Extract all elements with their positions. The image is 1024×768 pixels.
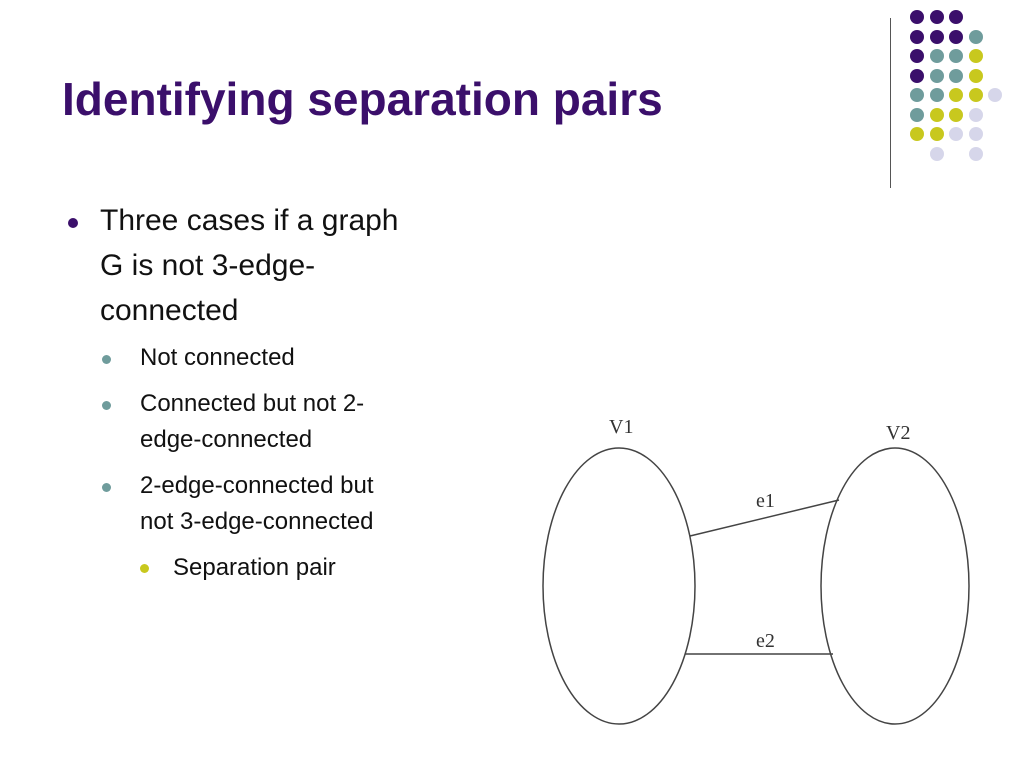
decorative-dot (949, 107, 963, 122)
slide-title: Identifying separation pairs (62, 73, 663, 125)
bullet-text-line: Separation pair (173, 554, 336, 581)
decorative-dot (968, 127, 983, 141)
bullet-level3: Separation pair (140, 550, 336, 586)
decorative-dot (968, 29, 983, 44)
decorative-dot (929, 146, 944, 161)
decorative-dot (929, 107, 944, 122)
bullet-text-line: edge-connected (140, 426, 313, 453)
decorative-dot (929, 10, 944, 24)
bullet-dot-icon (102, 483, 111, 492)
vertical-divider (890, 18, 891, 188)
decorative-dot (910, 88, 924, 102)
bullet-level2: 2-edge-connected but (102, 468, 374, 504)
decorative-dot (929, 127, 944, 141)
label-v2: V2 (886, 422, 910, 444)
label-v1: V1 (609, 416, 633, 438)
bullet-text-line: Not connected (140, 344, 295, 371)
bullet-level2: Not connected (102, 340, 295, 376)
bullet-text-line: not 3-edge-connected (140, 508, 374, 535)
bullet-level2-cont: not 3-edge-connected (102, 504, 374, 540)
decorative-dot (968, 68, 983, 83)
decorative-dot (929, 49, 944, 63)
decorative-dot (988, 88, 1002, 102)
decorative-dot (968, 88, 983, 102)
bullet-text-line: connected (100, 294, 239, 327)
decorative-dot (949, 49, 963, 63)
decorative-dot (910, 49, 924, 63)
bullet-level2-cont: edge-connected (102, 422, 312, 458)
decorative-dot (929, 88, 944, 102)
label-e1: e1 (756, 490, 775, 512)
decorative-dot (968, 49, 983, 63)
bullet-level2: Connected but not 2- (102, 386, 364, 422)
bullet-text-line: 2-edge-connected but (140, 472, 374, 499)
decorative-dot (949, 88, 963, 102)
decorative-dot (910, 107, 924, 122)
bullet-level1: Three cases if a graph (62, 198, 399, 243)
decorative-dot (949, 68, 963, 83)
bullet-dot-icon (102, 401, 111, 410)
decorative-dot (949, 10, 963, 24)
bullet-level1-cont: connected (62, 288, 238, 333)
edge-e1 (689, 499, 840, 537)
vertex-set-v2 (820, 447, 970, 725)
bullet-text-line: G is not 3-edge- (100, 249, 316, 282)
bullet-dot-icon (140, 564, 149, 573)
bullet-text-line: Three cases if a graph (100, 204, 399, 237)
decorative-dot (929, 29, 944, 44)
decorative-dot (910, 29, 924, 44)
vertex-set-v1 (542, 447, 696, 725)
bullet-dot-icon (68, 218, 78, 228)
decorative-dot (968, 146, 983, 161)
decorative-dot (968, 107, 983, 122)
graph-diagram: V1 V2 e1 e2 (542, 416, 970, 725)
label-e2: e2 (756, 630, 775, 652)
decorative-dot (910, 127, 924, 141)
bullet-level1-cont: G is not 3-edge- (62, 243, 315, 288)
decorative-dot (910, 68, 924, 83)
bullet-text-line: Connected but not 2- (140, 390, 365, 417)
bullet-dot-icon (102, 355, 111, 364)
decorative-dot (949, 127, 963, 141)
decorative-dot (929, 68, 944, 83)
decorative-dot (910, 10, 924, 24)
decorative-dot (949, 29, 963, 44)
